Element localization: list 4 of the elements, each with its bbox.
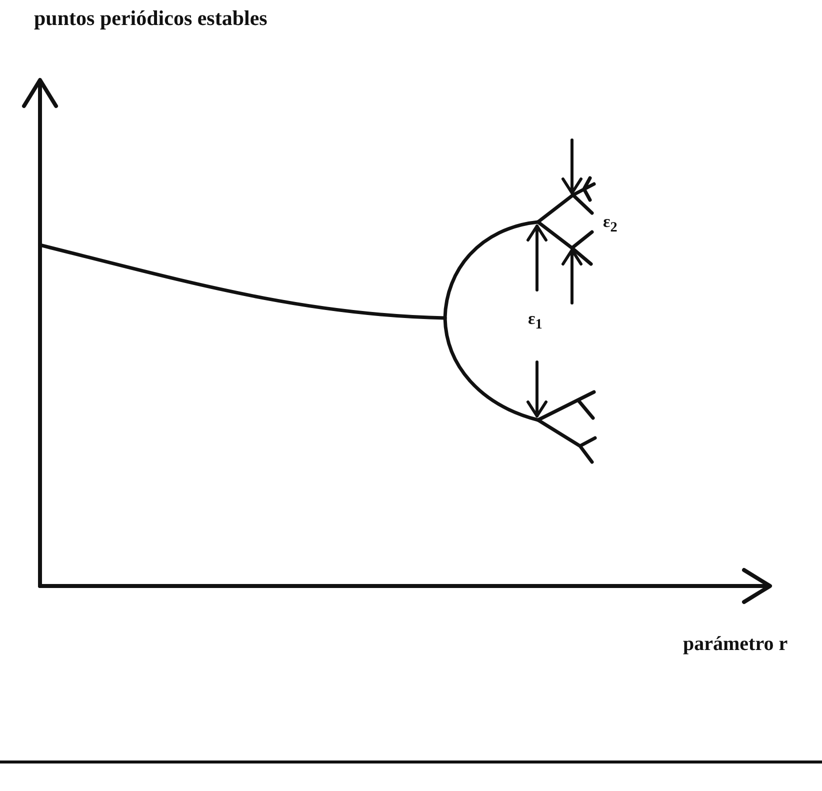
axis-title: puntos periódicos estables [34,8,268,29]
interval-label: ε$_{2}$ [603,213,618,235]
interval-label: ε$_{1}$ [528,310,542,332]
axis-title: parámetro r [683,634,788,654]
